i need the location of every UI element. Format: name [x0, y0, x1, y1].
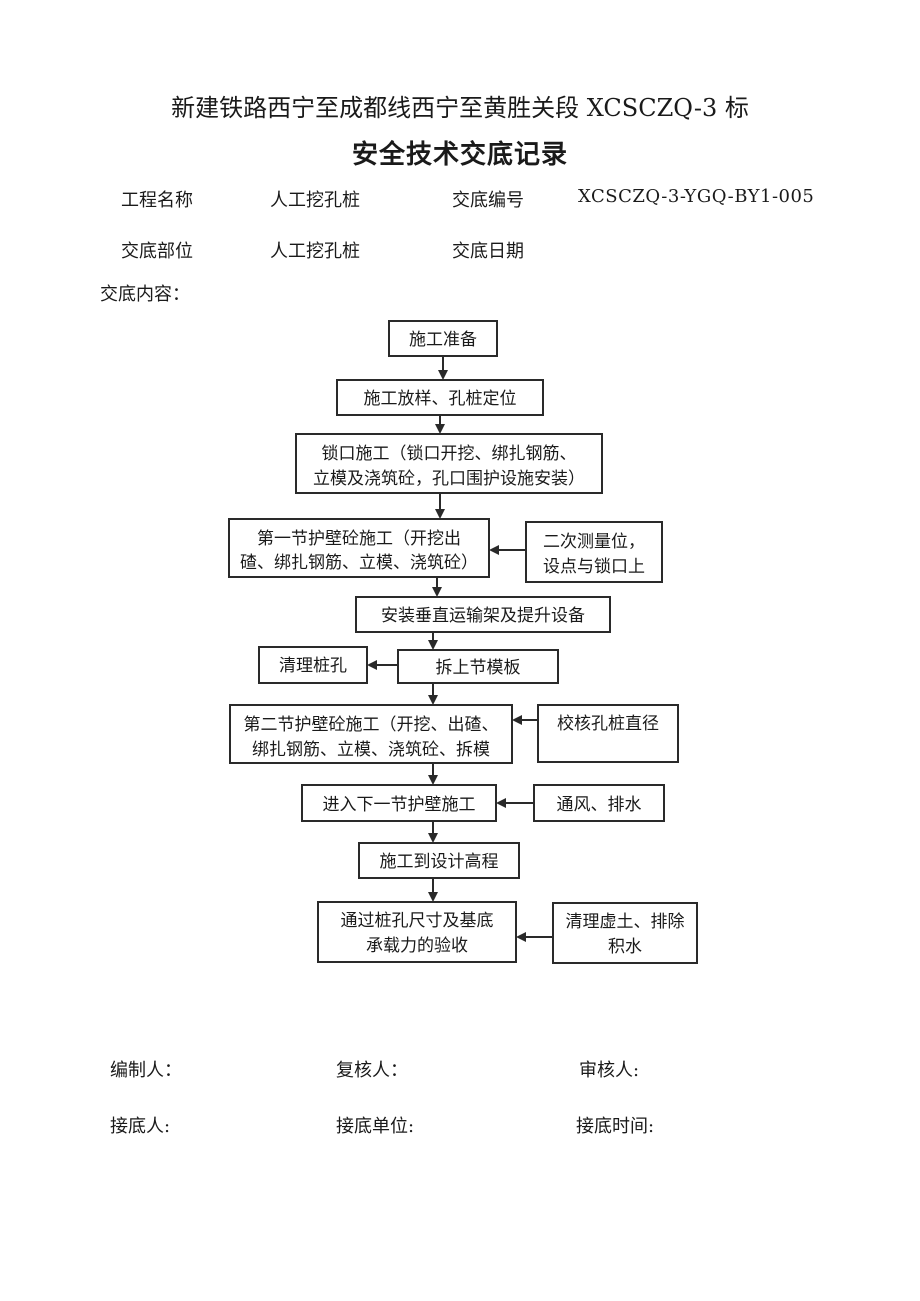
flow-step-label: 立模及浇筑砼，孔口围护设施安装） [313, 469, 585, 489]
flow-input-check-diameter: 校核孔桩直径 [537, 704, 679, 763]
part-value: 人工挖孔桩 [270, 241, 360, 262]
side-input-label: 校核孔桩直径 [557, 714, 659, 734]
approver-label: 审核人: [579, 1060, 640, 1081]
reviewer-label: 复核人： [336, 1060, 408, 1081]
compiler-label: 编制人： [110, 1060, 182, 1081]
flow-step-design-elevation: 施工到设计高程 [358, 842, 520, 879]
flow-output-clean-hole: 清理桩孔 [258, 646, 368, 684]
flow-step-label: 碴、绑扎钢筋、立模、浇筑砼） [240, 553, 478, 573]
project-name-value: 人工挖孔桩 [270, 190, 360, 211]
flow-step-label: 第一节护壁砼施工（开挖出 [257, 529, 461, 549]
flow-step-label: 拆上节模板 [436, 658, 521, 678]
side-input-label: 积水 [608, 937, 642, 957]
content-label: 交底内容： [100, 284, 190, 305]
flow-step-label: 进入下一节护壁施工 [323, 795, 476, 815]
project-title: 新建铁路西宁至成都线西宁至黄胜关段 XCSCZQ-3 标 [171, 94, 749, 122]
flow-step-prepare: 施工准备 [388, 320, 498, 357]
receiver-unit-label: 接底单位: [336, 1116, 415, 1137]
flow-input-survey: 二次测量位， 设点与锁口上 [525, 521, 663, 583]
side-input-label: 清理虚土、排除 [566, 912, 685, 932]
side-output-label: 清理桩孔 [279, 656, 347, 676]
flow-step-second-wall: 第二节护壁砼施工（开挖、出碴、 绑扎钢筋、立模、浇筑砼、拆模 [229, 704, 513, 764]
flow-step-label: 绑扎钢筋、立模、浇筑砼、拆模 [252, 740, 490, 760]
flow-input-clean-soil: 清理虚土、排除 积水 [552, 902, 698, 964]
flow-step-label: 安装垂直运输架及提升设备 [381, 606, 585, 626]
code-label: 交底编号 [452, 190, 524, 211]
side-input-label: 设点与锁口上 [543, 557, 645, 577]
side-input-label: 通风、排水 [557, 795, 642, 815]
flow-step-layout: 施工放样、孔桩定位 [336, 379, 544, 416]
part-label: 交底部位 [121, 241, 193, 262]
flow-step-remove-formwork: 拆上节模板 [397, 649, 559, 684]
flow-step-label: 锁口施工（锁口开挖、绑扎钢筋、 [322, 444, 577, 464]
receive-time-label: 接底时间: [576, 1116, 655, 1137]
project-name-label: 工程名称 [121, 190, 193, 211]
flow-step-next-wall: 进入下一节护壁施工 [301, 784, 497, 822]
flow-step-label: 施工到设计高程 [380, 852, 499, 872]
flow-step-first-wall: 第一节护壁砼施工（开挖出 碴、绑扎钢筋、立模、浇筑砼） [228, 518, 490, 578]
flow-step-label: 施工准备 [409, 330, 477, 350]
flow-step-acceptance: 通过桩孔尺寸及基底 承载力的验收 [317, 901, 517, 963]
flow-step-label: 通过桩孔尺寸及基底 [341, 911, 494, 931]
flow-step-hoist: 安装垂直运输架及提升设备 [355, 596, 611, 633]
flow-step-collar: 锁口施工（锁口开挖、绑扎钢筋、 立模及浇筑砼，孔口围护设施安装） [295, 433, 603, 494]
side-input-label: 二次测量位， [543, 532, 645, 552]
document-title: 安全技术交底记录 [351, 140, 568, 170]
flow-input-ventilation: 通风、排水 [533, 784, 665, 822]
flow-step-label: 施工放样、孔桩定位 [364, 389, 517, 409]
code-value: XCSCZQ-3-YGQ-BY1-005 [578, 186, 815, 207]
receiver-label: 接底人: [110, 1116, 171, 1137]
flow-step-label: 承载力的验收 [366, 936, 468, 956]
flow-step-label: 第二节护壁砼施工（开挖、出碴、 [244, 715, 499, 735]
date-label: 交底日期 [452, 241, 524, 262]
